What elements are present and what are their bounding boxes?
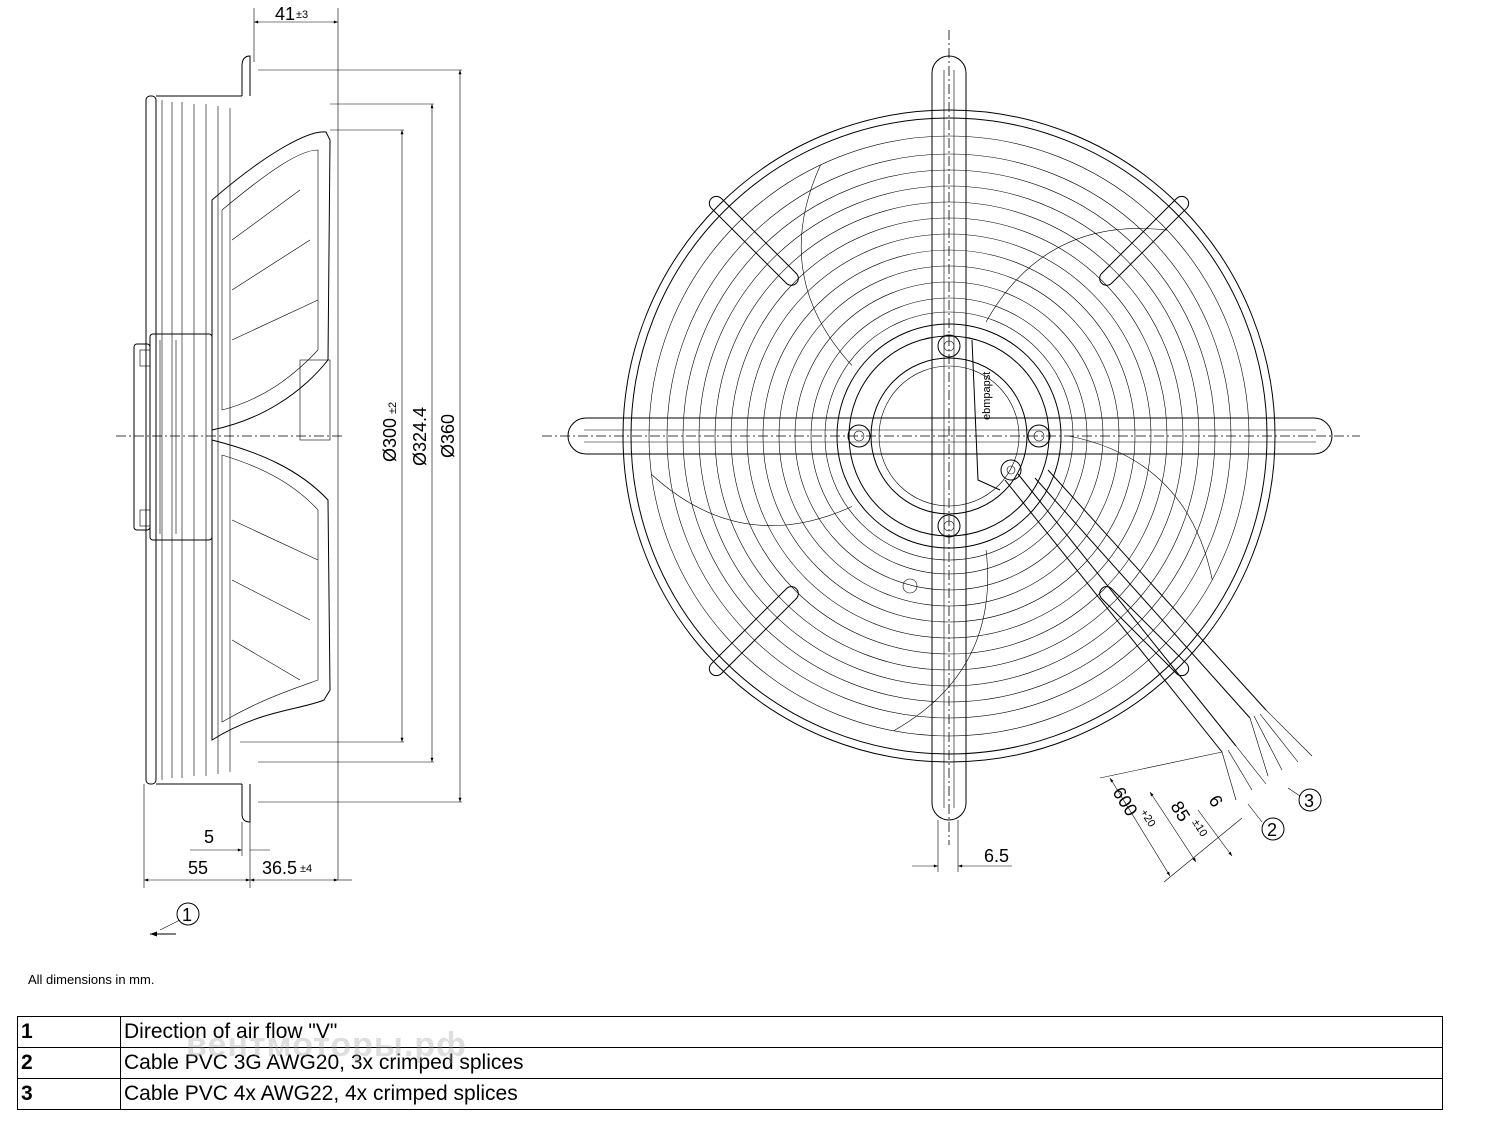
side-guard-rings xyxy=(145,55,251,823)
dim-300-tol: ±2 xyxy=(387,402,399,414)
airflow-direction: 1 xyxy=(150,902,200,937)
dim-360-value: Ø360 xyxy=(438,414,458,458)
dim-6-value: 6 xyxy=(1205,792,1227,811)
dim-65: 6.5 xyxy=(912,820,1012,872)
dim-324-value: Ø324.4 xyxy=(410,407,430,466)
legend-num: 2 xyxy=(17,1047,121,1079)
cable-gland xyxy=(1000,459,1022,481)
grounding-icon xyxy=(902,578,918,594)
callout-1: 1 xyxy=(182,905,192,925)
dim-85-tol: ±10 xyxy=(1189,817,1209,839)
cables: 2 3 xyxy=(1004,469,1322,841)
impeller-blade xyxy=(800,164,853,366)
legend-table: 1 Direction of air flow "V" 2 Cable PVC … xyxy=(17,1016,1443,1110)
guard-struts xyxy=(567,55,1333,821)
dim-65-value: 6.5 xyxy=(984,846,1009,866)
dim-5-value: 5 xyxy=(204,827,214,847)
dim-600-tol: +20 xyxy=(1137,807,1157,829)
side-impeller xyxy=(211,131,331,741)
legend-text: Cable PVC 4x AWG22, 4x crimped splices xyxy=(120,1078,1443,1110)
units-note: All dimensions in mm. xyxy=(28,972,155,987)
side-view: 41 ±3 Ø300 ±2 Ø324.4 Ø360 5 xyxy=(116,4,462,937)
legend-num: 1 xyxy=(17,1016,121,1048)
callout-2-circle xyxy=(1261,817,1285,841)
cable-2-wires xyxy=(1221,745,1267,801)
dim-41-value: 41 xyxy=(275,4,295,24)
dim-41: 41 ±3 xyxy=(253,4,339,880)
dim-55-value: 55 xyxy=(188,858,208,878)
dim-600-value: 600 xyxy=(1109,784,1142,820)
side-motor xyxy=(133,333,213,541)
legend-row: 3 Cable PVC 4x AWG22, 4x crimped splices xyxy=(17,1078,1443,1110)
front-view: ebmpapst 2 3 xyxy=(542,30,1360,883)
dim-365-tol: ±4 xyxy=(300,863,312,875)
impeller-blade xyxy=(651,474,853,526)
technical-drawing: 41 ±3 Ø300 ±2 Ø324.4 Ø360 5 xyxy=(116,4,1360,937)
dim-bottom: 5 55 36.5 ±4 xyxy=(143,784,352,888)
dim-85-value: 85 xyxy=(1167,798,1195,826)
callout-3: 3 xyxy=(1304,791,1314,811)
callout-2: 2 xyxy=(1267,820,1277,840)
dim-41-tol: ±3 xyxy=(296,9,308,21)
impeller-blade xyxy=(1068,435,1213,580)
impeller-blade xyxy=(985,228,1168,323)
dim-cable: 600 +20 85 ±10 6 xyxy=(1099,751,1243,883)
dim-300-value: Ø300 xyxy=(380,418,400,462)
legend-num: 3 xyxy=(17,1078,121,1110)
cable-3-wires xyxy=(1249,709,1313,777)
callout-3-circle xyxy=(1298,788,1322,812)
watermark: вентмоторы.рф xyxy=(186,1026,467,1064)
impeller-blade xyxy=(893,550,988,732)
brand-label: ebmpapst xyxy=(981,372,993,420)
dim-diameters: Ø300 ±2 Ø324.4 Ø360 xyxy=(240,69,462,803)
dim-365-value: 36.5 xyxy=(262,858,297,878)
